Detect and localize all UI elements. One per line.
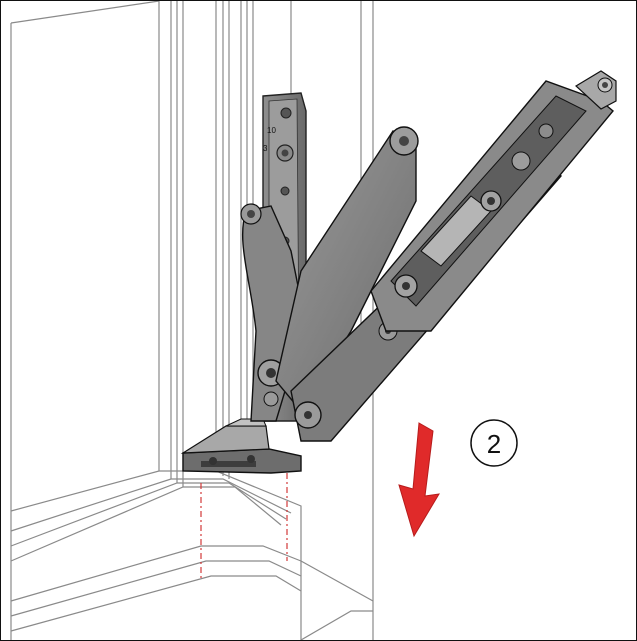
- hinge-sash-rail: [370, 70, 617, 332]
- hinge-marking-side: 3: [263, 144, 268, 153]
- step-number-badge: 2: [470, 419, 518, 467]
- hinge-bottom-bracket: [180, 418, 302, 474]
- alignment-guide-lines: [200, 473, 288, 581]
- arrow-down-icon: [398, 422, 440, 538]
- step-number: 2: [487, 429, 501, 459]
- hinge-marking-top: 10: [267, 126, 276, 135]
